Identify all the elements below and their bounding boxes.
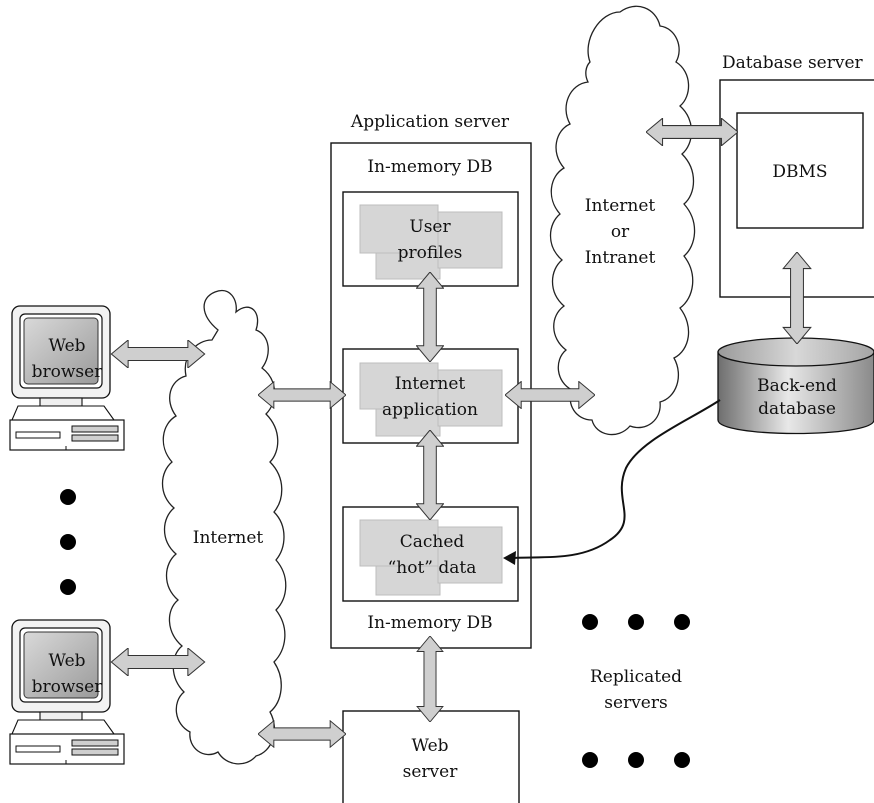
dbms-box [736, 112, 864, 229]
back-end-database-label-1: Back-end [757, 376, 837, 396]
ellipsis-dot [674, 752, 690, 768]
cache-sync-arrowhead [503, 551, 516, 565]
double-arrow-icon [416, 636, 444, 722]
dbms-label: DBMS [772, 162, 827, 182]
cache-sync-connector [511, 399, 721, 559]
database-server-title: Database server [722, 53, 864, 73]
replicated-servers-label-1: Replicated [590, 667, 682, 687]
double-arrow-icon [258, 381, 346, 409]
ellipsis-dot [628, 614, 644, 630]
web-server-label-2: server [403, 762, 459, 782]
web-browser-top-label-1: Web [48, 336, 85, 356]
double-arrow-icon [782, 252, 812, 344]
internet-label: Internet [193, 528, 264, 548]
internet-application-label-2: application [382, 400, 478, 420]
double-arrow-icon [258, 720, 346, 748]
ellipsis-dot [60, 579, 76, 595]
internet-or-intranet-cloud [549, 5, 696, 436]
double-arrow-icon [110, 648, 206, 676]
web-browser-bottom-label-1: Web [48, 651, 85, 671]
internet-or-intranet-label-3: Intranet [585, 248, 656, 268]
document-stack-icon [359, 204, 503, 280]
ellipsis-dot [60, 489, 76, 505]
cached-hot-data-label-1: Cached [400, 532, 465, 552]
web-browser-top-label-2: browser [32, 362, 104, 382]
double-arrow-icon [110, 340, 206, 368]
document-stack-icon [359, 519, 503, 596]
user-profiles-label-1: User [409, 217, 451, 237]
in-memory-db-top-label: In-memory DB [367, 157, 492, 177]
back-end-database-label-2: database [758, 399, 836, 419]
replicated-servers-label-2: servers [604, 693, 667, 713]
web-browser-bottom-label-2: browser [32, 677, 104, 697]
cached-hot-data-label-2: “hot” data [388, 558, 477, 578]
user-profiles-label-2: profiles [398, 243, 463, 263]
double-arrow-icon [505, 381, 595, 409]
ellipsis-dot [628, 752, 644, 768]
web-server-label-1: Web [411, 736, 448, 756]
ellipsis-dot [60, 534, 76, 550]
application-server-title: Application server [350, 112, 510, 132]
ellipsis-dot [674, 614, 690, 630]
internet-or-intranet-label-2: or [611, 222, 630, 242]
double-arrow-icon [646, 118, 738, 146]
in-memory-db-bottom-label: In-memory DB [367, 613, 492, 633]
ellipsis-dot [582, 752, 598, 768]
web-server-box [342, 710, 520, 803]
internet-or-intranet-label-1: Internet [585, 196, 656, 216]
ellipsis-dot [582, 614, 598, 630]
internet-application-label-1: Internet [395, 374, 466, 394]
